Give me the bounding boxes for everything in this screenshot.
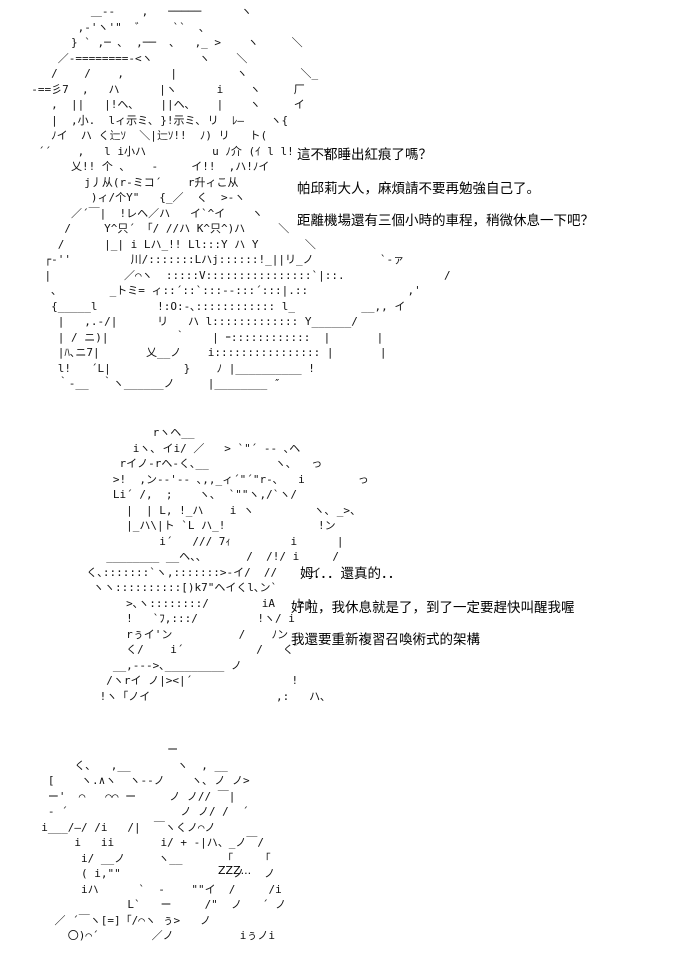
dialogue-line-5: 好啦，我休息就是了，到了一定要趕快叫醒我喔 (291, 600, 575, 616)
ascii-art-character-sleepy: rヽヘ__ iヽ､ イi/ ／ > `"´ -- ､ヘ rイノ-rヘ-く､__ … (86, 426, 369, 703)
dialogue-line-3: 距離機場還有三個小時的車程，稍微休息一下吧？ (297, 213, 594, 229)
dialogue-line-1: 這不都睡出紅痕了嗎？ (297, 147, 432, 163)
snore-text: ZZZ... (218, 864, 252, 877)
dialogue-line-4: 姆．．．還真的．． (300, 566, 402, 582)
dialogue-line-6: 我還要重新複習召喚術式的架構 (291, 632, 480, 648)
ascii-art-character-standing: ＿-- , ───── ヽ ,-'ヽ'" ゛ `` ､ } ` ,─ ､ ,──… (31, 5, 451, 390)
ascii-art-character-sleeping: ー く､ ,__ ヽ , __ [ ヽ.∧ヽ ヽ--ノ ヽ､ ノ ノ> ー' ⌒… (41, 743, 287, 942)
dialogue-line-2: 帕邱莉大人，麻煩請不要再勉強自己了。 (297, 181, 540, 197)
